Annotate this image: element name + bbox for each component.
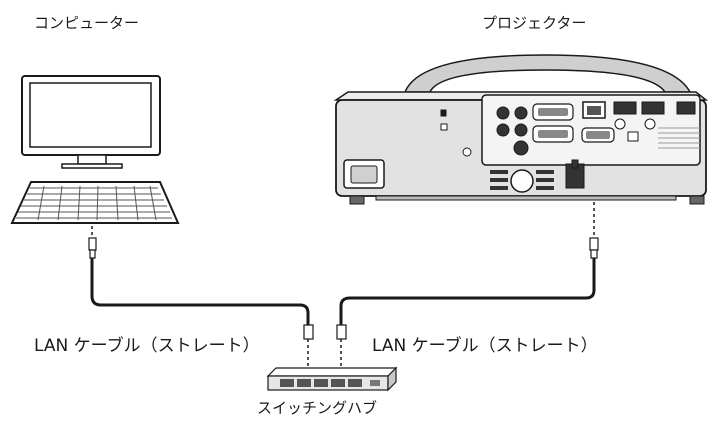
computer-cable <box>88 226 314 370</box>
hub-label: スイッチングハブ <box>257 399 378 417</box>
computer-label: コンピューター <box>34 14 140 32</box>
cable-label-left: LAN ケーブル（ストレート） <box>34 336 260 356</box>
switching-hub-icon <box>266 366 398 392</box>
projector-label: プロジェクター <box>482 14 587 32</box>
computer-icon <box>10 75 180 224</box>
projector-icon <box>333 54 709 205</box>
cable-label-right: LAN ケーブル（ストレート） <box>372 336 598 356</box>
